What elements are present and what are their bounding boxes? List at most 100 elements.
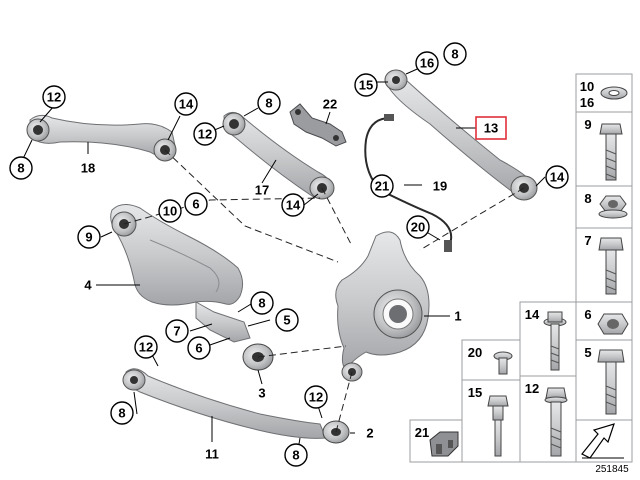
callout-19: 19 [433, 179, 447, 194]
part-18-control-arm [26, 114, 177, 162]
legend-label: 14 [525, 307, 540, 322]
callout-label: 5 [283, 313, 290, 328]
legend-label: 5 [584, 345, 591, 360]
callout-circle [193, 122, 217, 146]
legend-label: 8 [584, 191, 591, 206]
callout-label: 8 [258, 296, 265, 311]
callout-10: 10 [158, 199, 182, 223]
catalog-number: 251845 [595, 464, 629, 475]
callout-label: 17 [255, 183, 269, 198]
callout-circle [415, 51, 439, 75]
callout-5: 5 [275, 308, 299, 332]
assembly-lines [123, 149, 525, 433]
callout-label: 8 [451, 47, 458, 62]
callout-circle [284, 443, 308, 467]
callout-circle [250, 291, 274, 315]
callout-circle [165, 319, 189, 343]
callout-12: 12 [42, 85, 66, 109]
part-22-bracket [289, 103, 347, 147]
callout-label: 6 [195, 341, 202, 356]
callout-label: 14 [550, 170, 565, 185]
callout-circle [77, 225, 101, 249]
legend-label: 7 [584, 233, 591, 248]
callout-8: 8 [250, 291, 274, 315]
callout-circle [110, 401, 134, 425]
callout-12: 12 [304, 385, 328, 409]
callout-label: 6 [192, 197, 199, 212]
callout-circle [281, 193, 305, 217]
callout-label: 9 [85, 230, 92, 245]
callout-circle [42, 85, 66, 109]
flange-bolt-icon [543, 311, 567, 371]
callout-label: 8 [17, 161, 24, 176]
callout-label: 4 [84, 278, 92, 293]
callout-label: 3 [258, 386, 265, 401]
callout-3: 3 [258, 386, 265, 401]
callout-label: 12 [309, 390, 323, 405]
callout-label: 20 [411, 220, 425, 235]
callout-22: 22 [323, 97, 337, 112]
callout-circle [275, 308, 299, 332]
callout-label: 8 [292, 448, 299, 463]
callout-label: 16 [420, 56, 434, 71]
legend-cell-21 [409, 419, 463, 463]
callout-4: 4 [84, 278, 92, 293]
callout-12: 12 [134, 335, 158, 359]
legend-cell-arrow [575, 419, 633, 463]
legend-label: 9 [584, 117, 591, 132]
legend-label: 10 [580, 79, 594, 94]
callout-label: 12 [198, 127, 212, 142]
callout-16: 16 [415, 51, 439, 75]
callout-7: 7 [165, 319, 189, 343]
callout-6: 6 [187, 336, 211, 360]
callout-circle [443, 42, 467, 66]
legend-label: 20 [468, 345, 482, 360]
callout-label: 1 [454, 309, 461, 324]
callout-circle [174, 92, 198, 116]
callout-21: 21 [370, 174, 394, 198]
legend-label: 15 [468, 385, 482, 400]
callout-label: 19 [433, 179, 447, 194]
callout-17: 17 [255, 183, 269, 198]
callout-13: 13 [475, 116, 507, 140]
callout-1: 1 [454, 309, 461, 324]
callout-circle [406, 215, 430, 239]
callout-circle [184, 192, 208, 216]
legend-label: 6 [584, 307, 591, 322]
callout-circle [304, 385, 328, 409]
long-flange-bolt-icon [544, 387, 568, 457]
callout-8: 8 [9, 156, 33, 180]
hex-bolt-icon [598, 237, 624, 295]
callout-8: 8 [443, 42, 467, 66]
callout-14: 14 [174, 92, 198, 116]
legend-cell-12 [519, 375, 577, 463]
callout-20: 20 [406, 215, 430, 239]
callout-label: 7 [173, 324, 180, 339]
callout-label: 21 [375, 179, 389, 194]
callout-8: 8 [257, 91, 281, 115]
callout-12: 12 [193, 122, 217, 146]
callout-label: 18 [81, 161, 95, 176]
washer-icon [600, 86, 628, 100]
highlight-box [475, 116, 507, 140]
hex-bolt-icon [597, 349, 625, 415]
callout-11: 11 [205, 447, 219, 462]
part-13-control-arm [384, 69, 538, 201]
callout-circle [545, 165, 569, 189]
callout-label: 12 [139, 340, 153, 355]
part-4-trailing-arm [110, 204, 251, 343]
callout-circle [134, 335, 158, 359]
hex-nut-icon [597, 313, 629, 335]
long-hex-bolt-icon [599, 123, 623, 181]
legend-label: 21 [415, 425, 429, 440]
part-11-control-arm [122, 368, 327, 439]
callout-circle [9, 156, 33, 180]
callout-label: 11 [205, 447, 219, 462]
callout-label: 15 [359, 78, 373, 93]
clip-holder-icon [429, 431, 459, 457]
callout-label: 10 [163, 204, 177, 219]
callout-label: 2 [366, 426, 373, 441]
